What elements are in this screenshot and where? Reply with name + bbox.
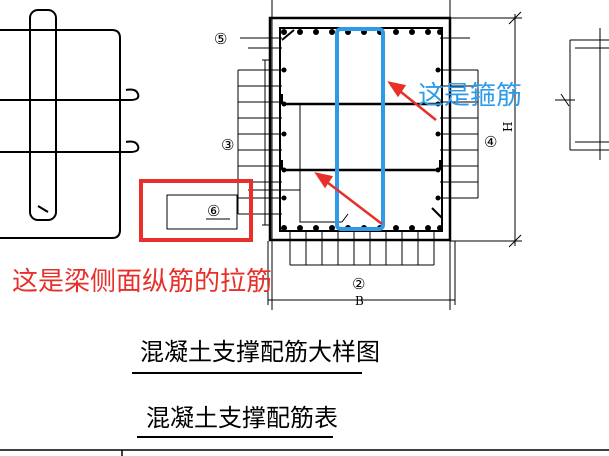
left-partial-section [0, 9, 140, 239]
beam-section: ⑤ ③ ⑥ ④ ② H B [206, 0, 522, 310]
right-leaders [440, 37, 479, 199]
stirrup-note: 这是箍筋 [418, 81, 522, 111]
marker-2: ② [352, 275, 365, 293]
outer-stirrup [279, 27, 443, 232]
height-dim-label: H [501, 122, 515, 132]
left-leaders [237, 37, 300, 226]
longitudinal-bars [281, 29, 443, 231]
marker-3: ③ [221, 136, 234, 154]
tie-bar-highlight-box [139, 179, 253, 242]
table-title: 混凝土支撑配筋表 [146, 404, 338, 432]
section-outline [268, 16, 452, 242]
stirrup-highlight-box [335, 27, 385, 231]
marker-4: ④ [484, 133, 497, 151]
annotation-arrows [314, 81, 437, 225]
right-partial-section [555, 28, 609, 160]
tie-bar-note: 这是梁侧面纵筋的拉筋 [12, 267, 272, 297]
tie-bars [282, 102, 440, 172]
detail-title: 混凝土支撑配筋大样图 [140, 338, 380, 366]
marker-6: ⑥ [207, 202, 220, 220]
marker-5: ⑤ [214, 30, 227, 48]
bottom-leaders [289, 231, 435, 266]
width-dim-label: B [355, 294, 364, 308]
